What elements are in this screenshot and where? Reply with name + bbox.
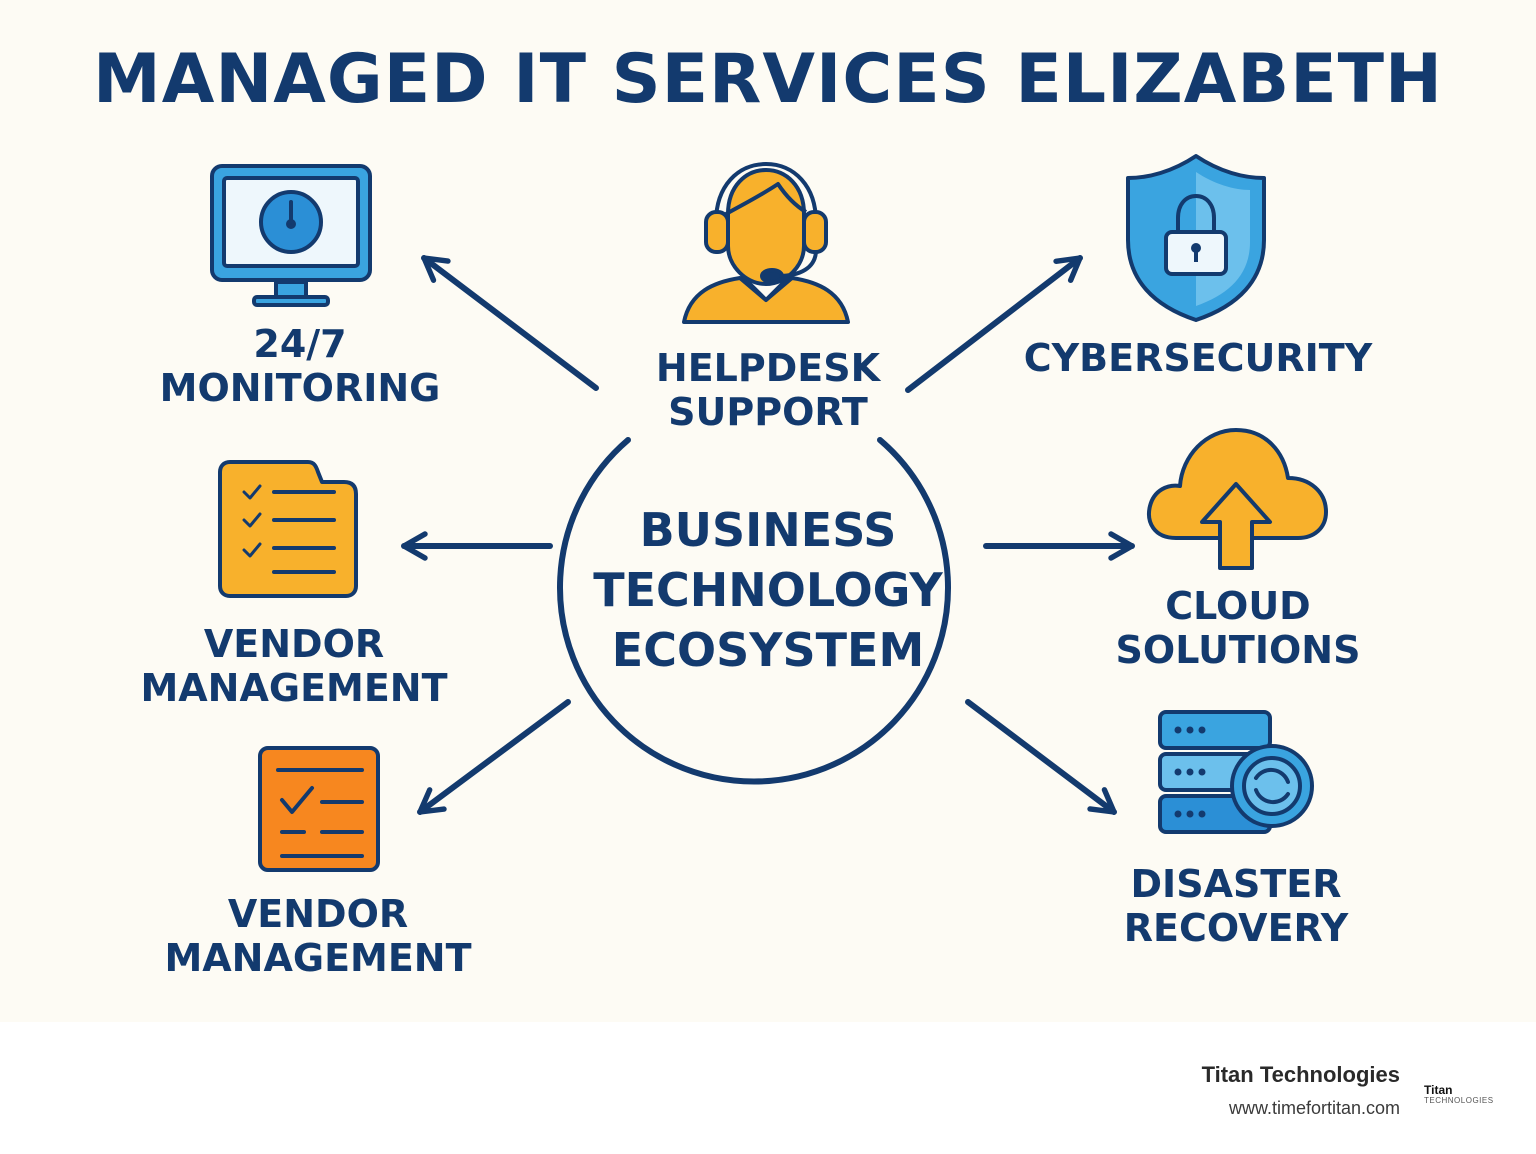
node-label-cybersecurity: CYBERSECURITY <box>1023 336 1373 380</box>
footer-url[interactable]: www.timefortitan.com <box>1228 1098 1400 1118</box>
arrow-to-vendor-management-2 <box>417 699 571 815</box>
arrow-to-monitoring <box>421 255 599 391</box>
shield-lock-icon <box>1126 154 1266 322</box>
footer <box>0 1022 1536 1154</box>
footer-brand: Titan Technologies <box>1201 1062 1400 1087</box>
diagram-graphics <box>210 154 1328 872</box>
checklist-document-icon <box>258 746 380 872</box>
arrow-to-disaster-recovery <box>965 699 1117 815</box>
logo-main-text: Titan <box>1424 1083 1453 1097</box>
cloud-upload-icon <box>1147 428 1328 570</box>
monitor-clock-icon <box>210 164 372 307</box>
page-title: MANAGED IT SERVICES ELIZABETH <box>93 40 1443 119</box>
checklist-folder-icon <box>218 460 358 598</box>
center-circle <box>557 437 951 785</box>
logo-sub-text: TECHNOLOGIES <box>1424 1096 1494 1105</box>
titan-logo: Titan TECHNOLOGIES <box>1420 1083 1510 1109</box>
headset-agent-icon <box>682 162 850 324</box>
arrow-to-cybersecurity <box>905 255 1083 393</box>
server-backup-icon <box>1158 710 1314 834</box>
